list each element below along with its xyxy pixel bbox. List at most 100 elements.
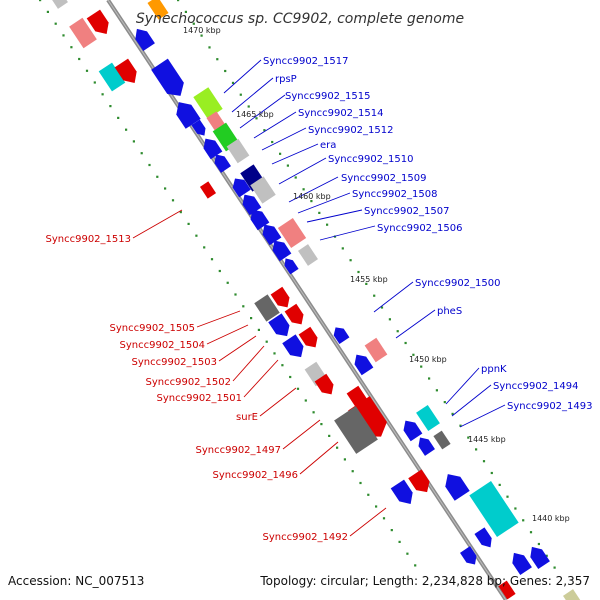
gene-label-syncc9902-1506[interactable]: Syncc9902_1506 xyxy=(377,223,463,234)
gc-dot xyxy=(195,234,198,237)
gene-feature[interactable] xyxy=(298,326,322,351)
gene-feature[interactable] xyxy=(440,469,470,501)
gene-label-syncc9902-1509[interactable]: Syncc9902_1509 xyxy=(341,173,427,184)
gene-feature[interactable] xyxy=(416,404,440,432)
gene-label-syncc9902-1493[interactable]: Syncc9902_1493 xyxy=(507,401,593,412)
gc-dot xyxy=(286,164,289,167)
gc-dot xyxy=(490,471,493,475)
gene-feature[interactable] xyxy=(86,9,114,39)
gene-feature[interactable] xyxy=(193,87,223,119)
gene-label-syncc9902-1492[interactable]: Syncc9902_1492 xyxy=(263,532,349,543)
gene-feature[interactable] xyxy=(151,58,189,102)
gene-feature[interactable] xyxy=(351,351,374,376)
gc-dot xyxy=(367,493,370,496)
gene-label-syncc9902-1512[interactable]: Syncc9902_1512 xyxy=(308,125,394,136)
gc-dot xyxy=(85,69,89,72)
gene-feature[interactable] xyxy=(48,0,68,9)
gene-feature[interactable] xyxy=(408,469,433,496)
kbp-label-1450: 1450 kbp xyxy=(409,355,447,364)
callout-line xyxy=(271,143,319,165)
gene-feature[interactable] xyxy=(239,191,262,216)
gene-feature[interactable] xyxy=(191,119,208,139)
gene-feature[interactable] xyxy=(331,324,350,344)
gene-label-sure[interactable]: surE xyxy=(236,412,258,423)
gene-feature[interactable] xyxy=(98,62,126,92)
gene-feature[interactable] xyxy=(270,286,294,311)
gene-feature[interactable] xyxy=(314,373,338,398)
gene-feature[interactable] xyxy=(171,97,201,129)
gene-feature[interactable] xyxy=(526,543,550,570)
gene-feature[interactable] xyxy=(69,17,97,49)
gc-dot xyxy=(428,377,431,380)
gene-feature[interactable] xyxy=(563,589,583,600)
gene-label-rpsp[interactable]: rpsP xyxy=(275,74,297,85)
gene-feature[interactable] xyxy=(259,221,282,246)
gene-label-syncc9902-1502[interactable]: Syncc9902_1502 xyxy=(146,377,232,388)
gene-label-syncc9902-1500[interactable]: Syncc9902_1500 xyxy=(415,278,501,289)
gene-feature[interactable] xyxy=(269,237,292,262)
gene-label-era[interactable]: era xyxy=(320,140,336,151)
gene-feature[interactable] xyxy=(281,256,299,275)
gene-label-syncc9902-1496[interactable]: Syncc9902_1496 xyxy=(213,470,299,481)
gc-dot xyxy=(125,128,128,131)
gene-label-ppnk[interactable]: ppnK xyxy=(481,364,507,375)
callout-line xyxy=(196,310,241,328)
gene-feature[interactable] xyxy=(131,25,155,52)
gene-feature[interactable] xyxy=(277,218,307,248)
gc-dot xyxy=(242,305,245,308)
gene-feature[interactable] xyxy=(348,396,392,444)
gene-feature[interactable] xyxy=(298,244,318,266)
gene-feature[interactable] xyxy=(199,181,217,199)
gc-dot xyxy=(373,294,376,297)
gene-feature[interactable] xyxy=(433,430,451,450)
gene-feature[interactable] xyxy=(400,417,423,442)
gc-dot xyxy=(420,365,423,368)
gene-label-syncc9902-1503[interactable]: Syncc9902_1503 xyxy=(132,357,218,368)
gene-label-syncc9902-1515[interactable]: Syncc9902_1515 xyxy=(285,91,371,102)
callout-line xyxy=(259,387,297,417)
gene-label-syncc9902-1504[interactable]: Syncc9902_1504 xyxy=(120,340,206,351)
gene-feature[interactable] xyxy=(147,0,169,20)
gene-feature[interactable] xyxy=(334,406,378,454)
gc-dot xyxy=(312,411,315,414)
gene-feature[interactable] xyxy=(114,58,142,88)
gene-label-syncc9902-1513[interactable]: Syncc9902_1513 xyxy=(46,234,132,245)
gene-feature[interactable] xyxy=(460,546,480,568)
gene-feature[interactable] xyxy=(268,313,293,340)
gene-feature[interactable] xyxy=(254,294,280,322)
gc-dot xyxy=(101,93,104,96)
gc-dot xyxy=(382,517,386,520)
gc-dot xyxy=(514,507,517,510)
gene-label-syncc9902-1501[interactable]: Syncc9902_1501 xyxy=(157,393,243,404)
gc-dot xyxy=(328,434,331,437)
gene-feature[interactable] xyxy=(390,479,418,509)
gene-label-syncc9902-1494[interactable]: Syncc9902_1494 xyxy=(493,381,579,392)
gene-feature[interactable] xyxy=(226,138,250,164)
gene-feature[interactable] xyxy=(284,303,308,328)
gene-feature[interactable] xyxy=(229,175,251,198)
gene-feature[interactable] xyxy=(364,337,388,363)
gene-feature[interactable] xyxy=(508,549,532,576)
map-title: Synechococcus sp. CC9902, complete genom… xyxy=(136,11,464,27)
gc-dot xyxy=(132,140,135,143)
gene-label-syncc9902-1514[interactable]: Syncc9902_1514 xyxy=(298,108,384,119)
gene-label-syncc9902-1497[interactable]: Syncc9902_1497 xyxy=(196,445,282,456)
gene-label-syncc9902-1507[interactable]: Syncc9902_1507 xyxy=(364,206,450,217)
gene-feature[interactable] xyxy=(474,527,495,550)
gene-feature[interactable] xyxy=(469,480,519,538)
gene-label-syncc9902-1508[interactable]: Syncc9902_1508 xyxy=(352,189,438,200)
gene-label-syncc9902-1517[interactable]: Syncc9902_1517 xyxy=(263,56,349,67)
gc-dot xyxy=(46,10,49,13)
gene-label-syncc9902-1505[interactable]: Syncc9902_1505 xyxy=(110,323,196,334)
gene-feature[interactable] xyxy=(211,151,231,173)
gene-feature[interactable] xyxy=(415,434,435,456)
gene-feature[interactable] xyxy=(282,334,307,361)
callout-line xyxy=(232,345,265,382)
callout-line xyxy=(306,209,363,223)
gene-feature[interactable] xyxy=(200,135,223,160)
gene-feature[interactable] xyxy=(498,580,516,600)
gene-label-phes[interactable]: pheS xyxy=(437,306,462,317)
gc-dot xyxy=(177,0,180,2)
gene-label-syncc9902-1510[interactable]: Syncc9902_1510 xyxy=(328,154,414,165)
gene-feature[interactable] xyxy=(250,176,276,204)
